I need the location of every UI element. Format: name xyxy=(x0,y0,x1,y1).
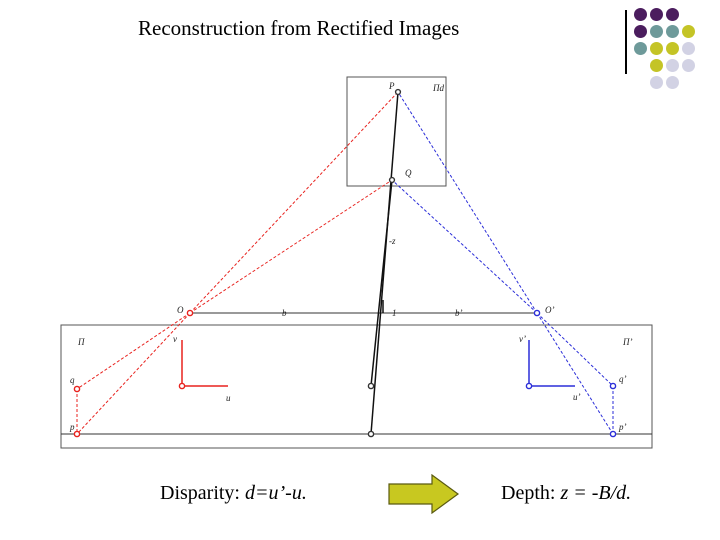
label-u-prime: u’ xyxy=(573,392,581,402)
label-one: 1 xyxy=(392,308,397,318)
left-camera-rays xyxy=(76,91,399,435)
decor-dot xyxy=(666,8,679,21)
label-q: q xyxy=(70,375,75,385)
point-O-prime xyxy=(533,309,541,317)
depth-plane-box xyxy=(346,76,447,187)
diagram-text: P Πd Q -z O O’ b b’ 1 Π Π’ v v’ u u’ q p… xyxy=(69,81,633,432)
label-z: -z xyxy=(389,236,396,246)
depth-prefix: Depth: xyxy=(501,482,561,504)
point-q xyxy=(73,385,81,393)
disparity-prefix: Disparity: xyxy=(160,482,245,504)
point-Q xyxy=(388,176,396,184)
decor-dot xyxy=(682,25,695,38)
right-camera-axes xyxy=(528,340,575,387)
title-divider xyxy=(625,10,627,74)
decorative-dot-grid xyxy=(634,8,718,120)
image-points xyxy=(73,88,617,438)
label-Pi-d: Πd xyxy=(432,83,444,93)
label-v-prime: v’ xyxy=(519,334,526,344)
depth-caption: Depth: z = -B/d. xyxy=(501,482,631,505)
label-v: v xyxy=(173,334,177,344)
slide-title: Reconstruction from Rectified Images xyxy=(138,16,460,40)
decor-dot xyxy=(682,59,695,72)
point-q-prime xyxy=(609,382,617,390)
decor-dot xyxy=(650,42,663,55)
left-camera-axes xyxy=(181,340,228,387)
decor-dot xyxy=(634,25,647,38)
label-Pi-right: Π’ xyxy=(622,337,633,347)
decor-dot xyxy=(682,42,695,55)
right-arrow-icon xyxy=(388,474,460,514)
depth-axis xyxy=(370,91,399,435)
depth-formula: z = -B/d. xyxy=(560,482,632,504)
point-origin-right xyxy=(525,382,533,390)
right-camera-rays xyxy=(391,91,614,435)
point-center-mid xyxy=(367,382,375,390)
decor-dot xyxy=(666,59,679,72)
label-b-prime: b’ xyxy=(455,308,463,318)
decor-dot xyxy=(650,25,663,38)
label-Q: Q xyxy=(405,168,412,178)
label-O-prime: O’ xyxy=(545,305,555,315)
point-center-bottom xyxy=(367,430,375,438)
point-p-prime xyxy=(609,430,617,438)
image-plane-box xyxy=(60,324,653,449)
label-p: p xyxy=(69,422,75,432)
decor-dot xyxy=(650,59,663,72)
label-p-prime: p’ xyxy=(618,422,627,432)
decor-dot xyxy=(666,42,679,55)
label-b: b xyxy=(282,308,287,318)
decor-dot xyxy=(666,25,679,38)
decor-dot xyxy=(666,76,679,89)
label-Pi-left: Π xyxy=(77,337,85,347)
label-O: O xyxy=(177,305,184,315)
decor-dot xyxy=(634,8,647,21)
point-p xyxy=(73,430,81,438)
point-origin-left xyxy=(178,382,186,390)
decor-dot xyxy=(634,42,647,55)
label-P: P xyxy=(388,81,395,91)
disparity-formula: d=u’-u. xyxy=(245,482,307,504)
label-q-prime: q’ xyxy=(619,374,627,384)
decor-dot xyxy=(650,8,663,21)
point-O xyxy=(186,309,194,317)
disparity-caption: Disparity: d=u’-u. xyxy=(160,482,307,505)
decor-dot xyxy=(650,76,663,89)
label-u: u xyxy=(226,393,231,403)
point-P xyxy=(394,88,402,96)
